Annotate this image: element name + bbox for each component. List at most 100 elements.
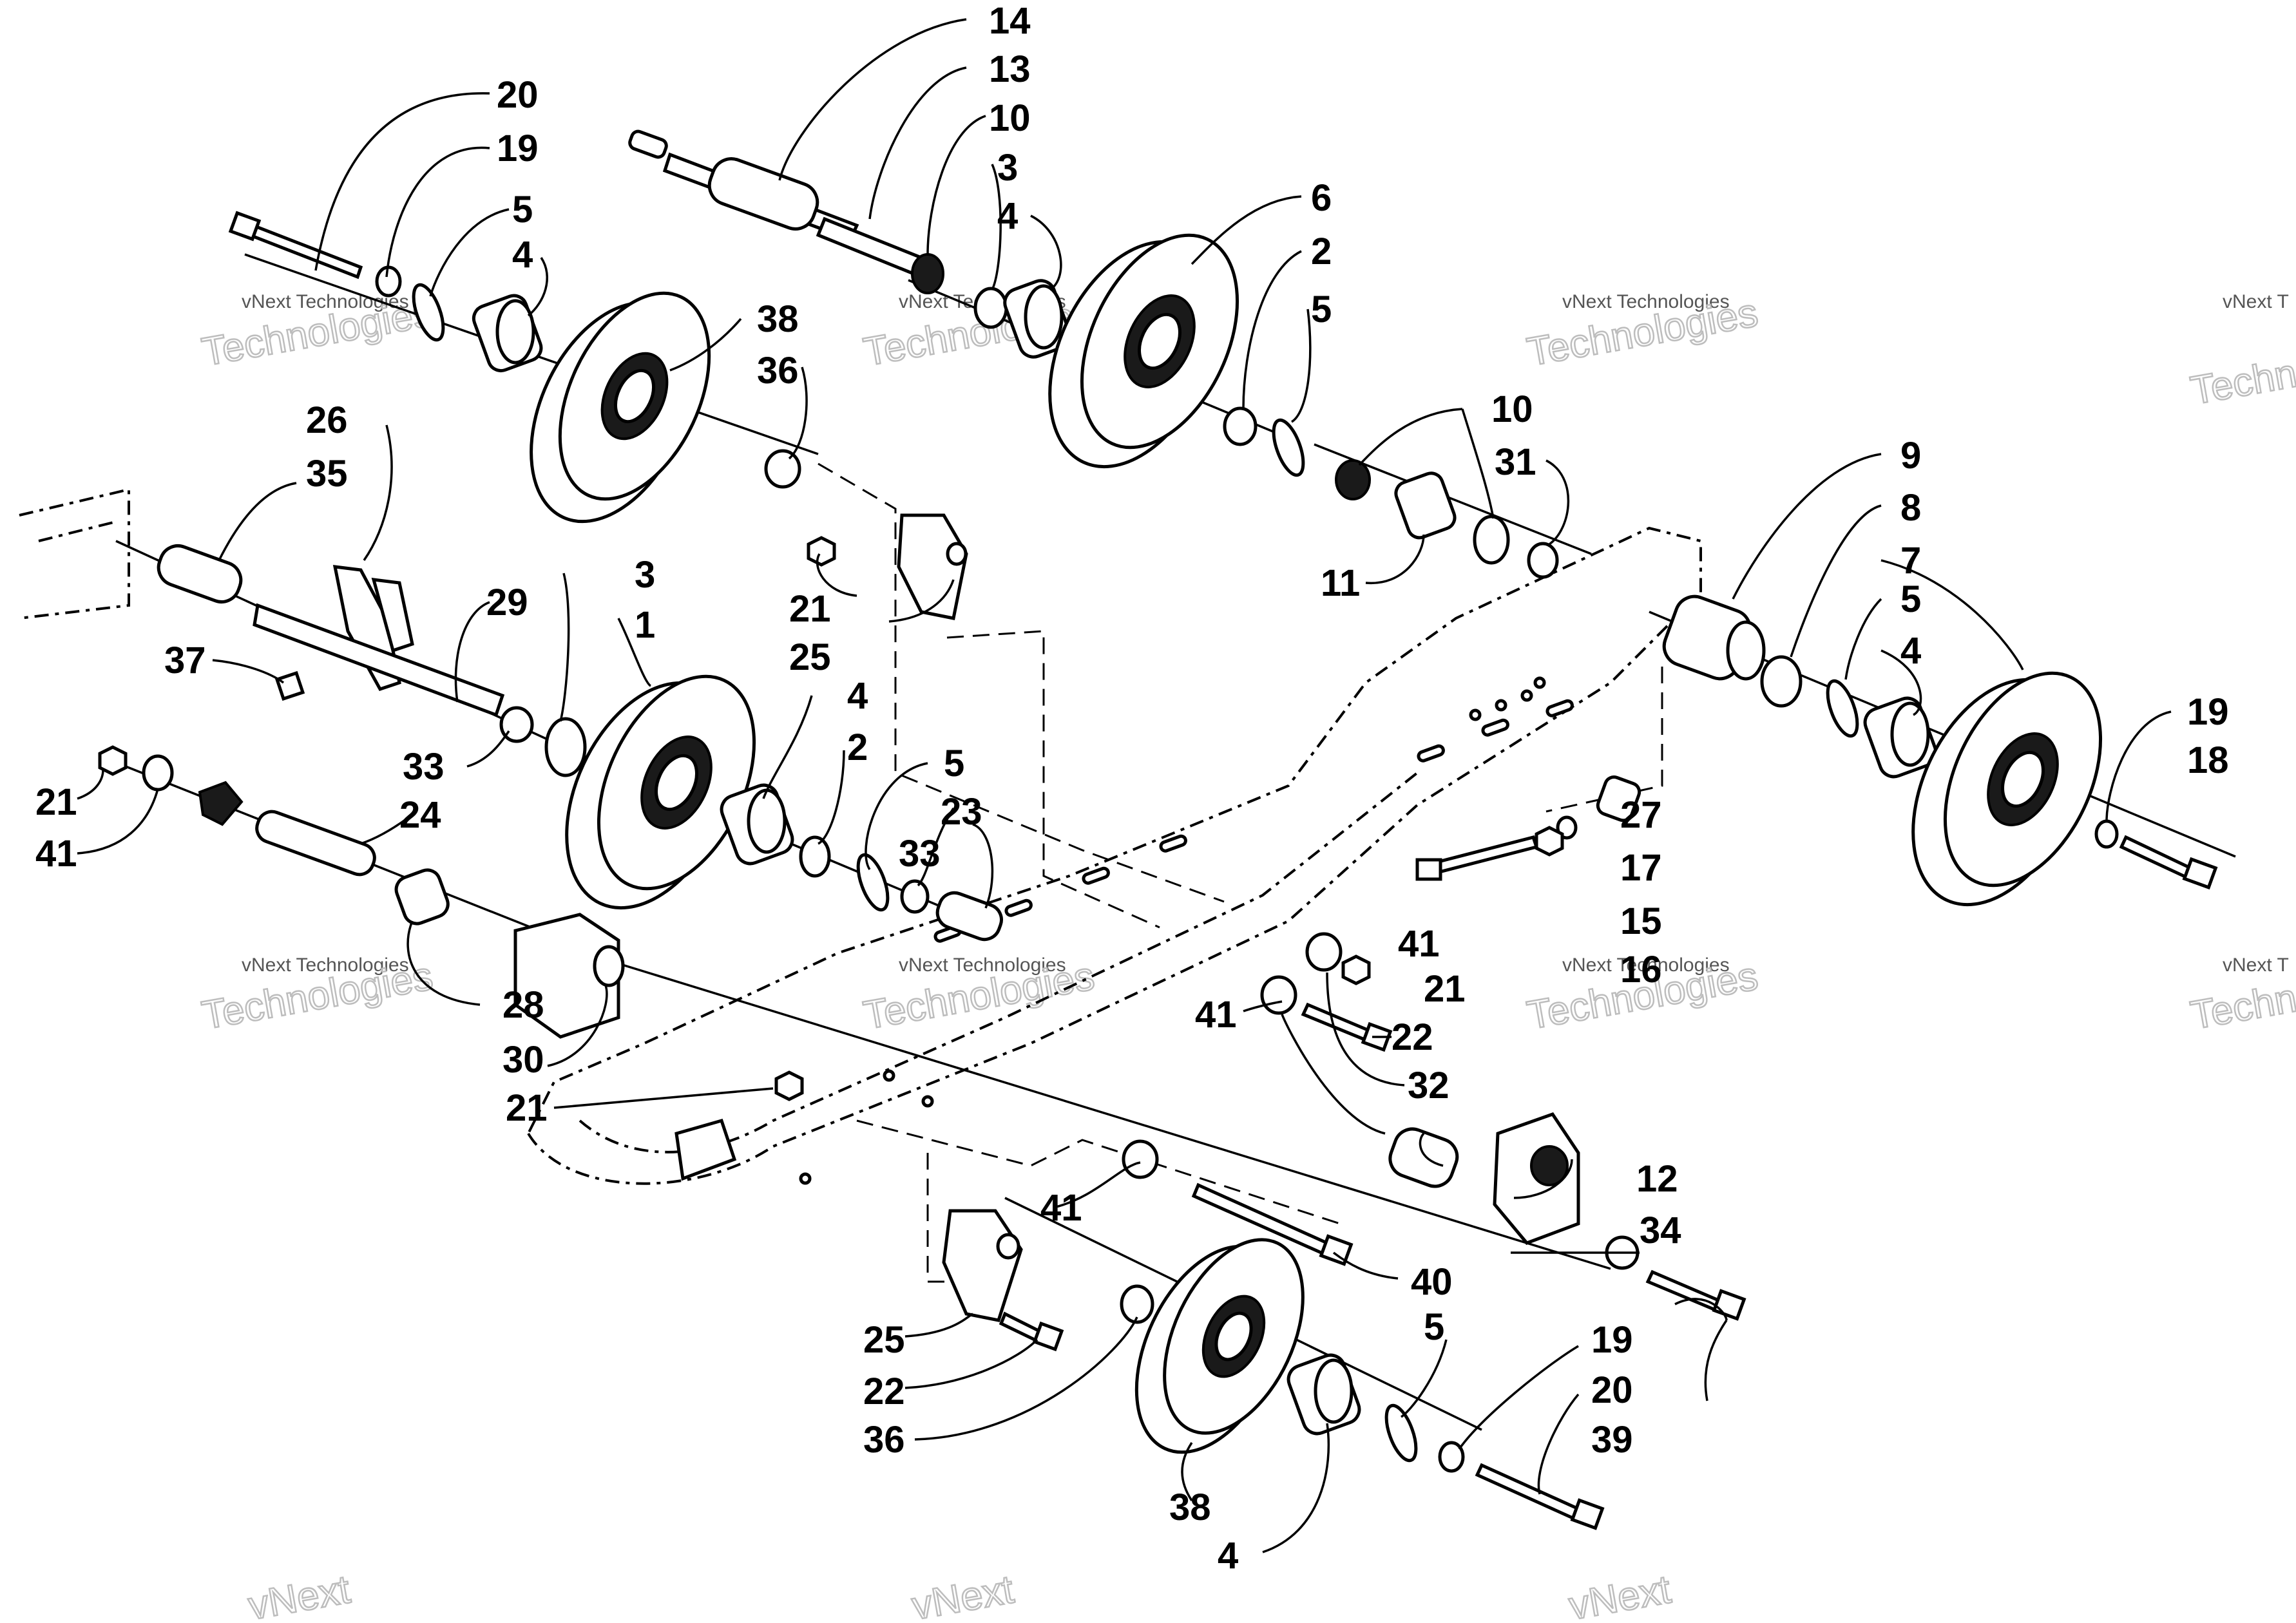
bolt-18: [2119, 835, 2218, 890]
snap-ring-5-left: [856, 853, 890, 912]
watermark-corner: vNext T: [2223, 954, 2289, 976]
callout-8: 8: [1900, 487, 1921, 529]
callout-4: 4: [1900, 630, 1921, 672]
wheel-7: [1911, 671, 2103, 907]
spacer-23: [935, 891, 1003, 942]
callout-24: 24: [399, 794, 441, 836]
callout-7: 7: [1900, 540, 1921, 582]
watermark-corner: vNext T: [2223, 291, 2289, 312]
washer-3-left: [544, 717, 587, 777]
spacer-36-top: [764, 449, 801, 489]
washer-19-bottom: [1438, 1441, 1465, 1473]
watermark-brand: vNext Technologies: [242, 954, 409, 976]
callout-39: 39: [1591, 1419, 1633, 1461]
callout-29: 29: [486, 582, 528, 623]
washer-3-top: [973, 287, 1008, 329]
callout-17: 17: [1620, 847, 1662, 889]
callout-35: 35: [306, 453, 348, 495]
callout-15: 15: [1620, 900, 1662, 942]
watermark-bottom: vNext: [1565, 1567, 1674, 1623]
bolt-22-right: [1301, 1002, 1393, 1052]
bushing-28: [394, 868, 450, 925]
watermark-corner-big: Techn: [2187, 976, 2296, 1038]
callout-4: 4: [512, 234, 533, 276]
washer-19-right: [2094, 819, 2119, 849]
bolt-16: [1415, 835, 1539, 881]
callout-21: 21: [35, 781, 77, 823]
hub-9: [1662, 594, 1766, 681]
arm-25-top: [897, 513, 968, 620]
callout-4: 4: [997, 195, 1018, 237]
washer-2-top: [1223, 406, 1258, 446]
callout-27: 27: [1620, 794, 1662, 836]
callout-21: 21: [1424, 968, 1466, 1010]
callout-31: 31: [1495, 441, 1536, 483]
watermark-bottom: vNext: [245, 1567, 353, 1623]
spacer-27: [1596, 775, 1641, 822]
nut-21-top: [807, 536, 836, 567]
callout-16: 16: [1620, 949, 1662, 991]
callout-21: 21: [789, 588, 831, 630]
bolt-20-top: [228, 211, 363, 280]
bolt-22-bottom: [999, 1311, 1064, 1352]
sleeve-24: [255, 810, 376, 877]
snap-ring-5-top: [412, 283, 445, 342]
nut-10-top: [911, 253, 944, 294]
washer-2-left: [799, 835, 831, 878]
bolt-20-bottom: [1475, 1463, 1605, 1530]
nut-10-mid: [1335, 459, 1371, 500]
bracket-12: [1493, 1112, 1580, 1245]
washer-41-left: [142, 754, 174, 792]
callout-22: 22: [863, 1371, 905, 1412]
bearing-4-top: [472, 294, 543, 373]
bolt-39: [1645, 1269, 1746, 1321]
arm-25-bottom: [942, 1209, 1023, 1322]
watermark-layer: vNext Technologies Technologies vNext Te…: [198, 290, 2296, 1623]
callout-11: 11: [1321, 562, 1360, 604]
callout-36: 36: [757, 350, 799, 392]
nut-10-right: [1473, 515, 1510, 565]
watermark-brand: vNext Technologies: [899, 954, 1066, 976]
callout-22: 22: [1392, 1016, 1433, 1058]
callout-3: 3: [635, 554, 655, 596]
callout-20: 20: [497, 74, 539, 116]
callout-14: 14: [989, 0, 1031, 42]
grease-fitting-37: [274, 670, 305, 701]
bushing-11: [1394, 471, 1457, 540]
callout-19: 19: [1591, 1319, 1633, 1361]
rail-slots: [799, 676, 1574, 1185]
callout-10: 10: [989, 97, 1031, 139]
callout-2: 2: [1311, 231, 1332, 272]
callout-36: 36: [863, 1419, 905, 1461]
callout-18: 18: [2187, 739, 2229, 781]
bearing-4-right: [1863, 696, 1938, 779]
callout-30: 30: [502, 1039, 544, 1081]
callout-5: 5: [512, 189, 533, 231]
callout-4: 4: [1218, 1535, 1238, 1577]
snap-ring-5-bottom: [1384, 1403, 1418, 1463]
callout-5: 5: [1900, 578, 1921, 620]
callout-25: 25: [863, 1319, 905, 1361]
callout-40: 40: [1411, 1261, 1453, 1303]
callout-3: 3: [997, 147, 1018, 189]
callout-33: 33: [403, 746, 445, 788]
watermark-bottom: vNext: [908, 1567, 1017, 1623]
pivot-block-30: [513, 913, 625, 1039]
washer-19-top: [375, 265, 402, 298]
callout-2: 2: [847, 726, 868, 768]
callout-5: 5: [944, 743, 964, 784]
washer-41-bottom: [1122, 1139, 1159, 1179]
callout-32: 32: [1408, 1065, 1449, 1106]
callout-13: 13: [989, 48, 1031, 90]
callout-4: 4: [847, 675, 868, 717]
callout-5: 5: [1311, 289, 1332, 330]
callout-41: 41: [35, 833, 77, 875]
parts-layer: [98, 129, 2218, 1530]
watermark-brand: vNext Technologies: [1562, 291, 1730, 312]
callout-41: 41: [1195, 994, 1237, 1036]
wheel-1: [565, 674, 756, 910]
shaft-13-14: [628, 129, 924, 276]
bolt-40: [1191, 1182, 1354, 1266]
washer-41-lower: [1260, 975, 1297, 1015]
